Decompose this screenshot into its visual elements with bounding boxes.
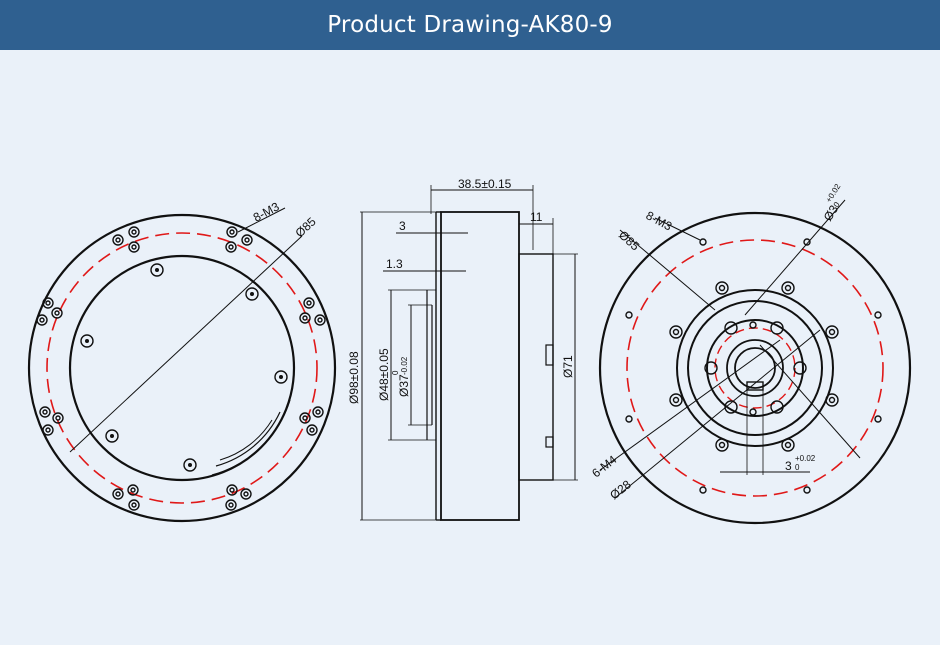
side-step-label: 3 — [399, 219, 406, 233]
side-lip-label: 1.3 — [386, 257, 403, 271]
right-hole-pcd-label: Ø28 — [607, 477, 634, 502]
left-view — [27, 207, 337, 523]
left-lug — [183, 458, 197, 472]
side-outer-dia-label: Ø98±0.08 — [347, 351, 361, 404]
right-pcd-holes — [625, 238, 882, 494]
side-inner-dia-tol-low: -0.02 — [400, 356, 409, 375]
right-key-width: 3 +0.02 0 — [785, 454, 816, 473]
side-inner-dia-tol-up: 0 — [391, 370, 400, 375]
side-inner-dia-main: Ø37 — [397, 374, 411, 397]
title-bar: Product Drawing-AK80-9 — [0, 0, 940, 50]
side-inner-dia: Ø37 0 -0.02 — [391, 356, 411, 397]
right-hub-circle-inner — [687, 300, 823, 436]
right-key-tol-up: +0.02 — [795, 454, 816, 463]
side-hub — [518, 253, 554, 481]
left-lug — [274, 370, 288, 384]
right-thread-label: 8-M3 — [644, 208, 675, 233]
left-lug — [80, 334, 94, 348]
right-pin-tol-low: 0 — [832, 200, 842, 209]
side-body — [440, 211, 520, 521]
side-hub-dia-label: Ø71 — [561, 355, 575, 378]
right-pcd-label: Ø85 — [616, 228, 642, 254]
right-keyway — [746, 381, 764, 391]
left-hatch-arc — [211, 399, 291, 476]
right-view — [598, 199, 912, 525]
right-hole-thread-label: 6-M4 — [589, 452, 619, 480]
right-hub-circle-outer — [676, 289, 834, 447]
product-drawing: 8-M3 Ø85 38.5±0.15 11 3 1 — [27, 177, 912, 525]
right-bore-circle — [726, 339, 784, 397]
right-outer-circle — [598, 211, 912, 525]
right-inner-circle — [706, 319, 804, 417]
right-key-main: 3 — [785, 459, 792, 473]
page-title: Product Drawing-AK80-9 — [327, 12, 613, 38]
left-pcd-circle — [46, 232, 318, 504]
right-ring-holes — [669, 281, 839, 452]
side-bore-dia-label: Ø48±0.05 — [377, 348, 391, 401]
left-lug — [245, 287, 259, 301]
side-flange-label: 11 — [530, 210, 543, 224]
right-key-tol-low: 0 — [795, 463, 800, 472]
side-length-label: 38.5±0.15 — [458, 177, 512, 191]
left-bolt-pairs — [36, 226, 326, 511]
right-pin-dia: Ø3 +0.02 0 — [821, 182, 843, 224]
left-lug — [150, 263, 164, 277]
side-view — [360, 185, 578, 521]
left-thread-label: 8-M3 — [251, 199, 282, 224]
left-pcd-label: Ø85 — [292, 214, 318, 240]
right-pcd-circle — [626, 239, 884, 497]
left-outer-circle — [27, 213, 337, 523]
left-lug — [105, 429, 119, 443]
left-dim-line — [69, 235, 303, 453]
left-inner-circle — [68, 254, 296, 482]
right-hub-holes — [704, 321, 807, 416]
